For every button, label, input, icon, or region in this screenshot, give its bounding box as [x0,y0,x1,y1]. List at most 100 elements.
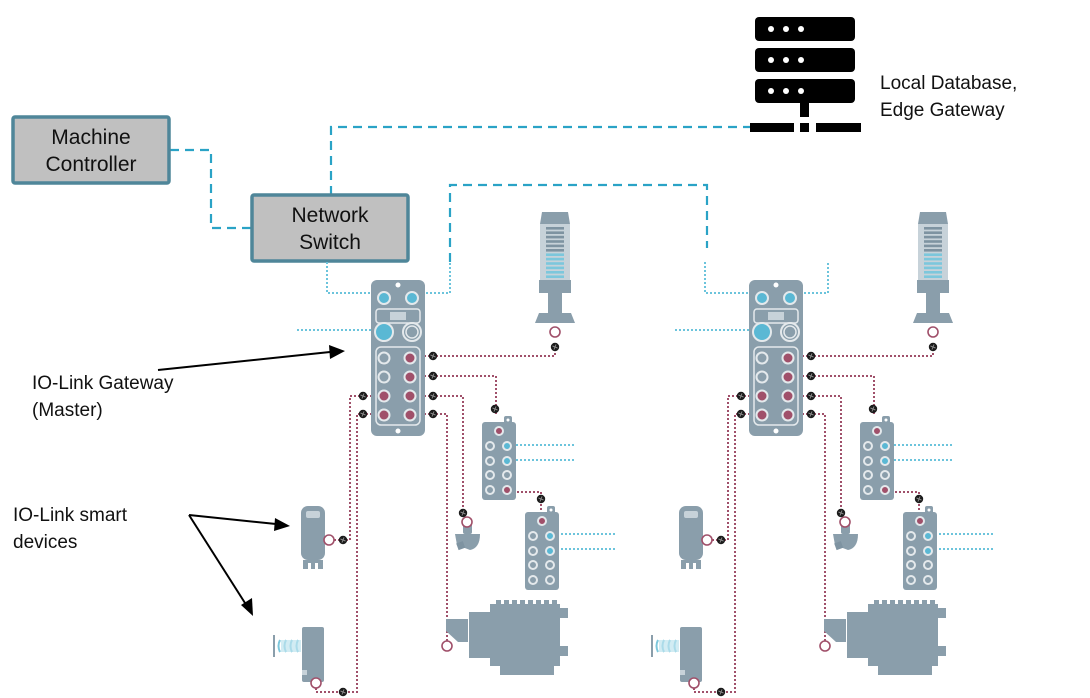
digital-port [906,531,916,541]
display [390,312,406,320]
digital-port [923,560,933,570]
digital-port [880,456,890,466]
hub-1-outputs [512,444,574,461]
database-node[interactable]: Local Database, Edge Gateway [750,17,1017,132]
io-link-connector-icon [358,409,368,419]
power-port [374,322,394,342]
stack-light[interactable] [535,212,575,323]
ethernet-drop-link [796,262,829,294]
digital-port [485,470,495,480]
io-link-connector-icon [806,351,816,361]
digital-port [485,456,495,466]
io-link-master[interactable] [371,280,425,436]
digital-port [863,485,873,495]
digital-port [545,575,555,585]
gateway-annotation: IO-Link Gateway (Master) [32,345,345,421]
io-link-connector-icon [536,494,546,504]
digital-port [545,546,555,556]
io-link-connector-icon [736,409,746,419]
io-link-port [537,516,547,526]
io-link-stack-light [416,343,556,357]
power-port [402,322,422,342]
io-link-master[interactable] [749,280,803,436]
io-link-pressure [707,395,754,541]
io-link-port [755,351,769,365]
digital-port [923,531,933,541]
io-link-hub-1 [794,375,875,415]
io-link-port-ring [441,640,453,652]
io-link-motor [794,413,826,644]
gateway-annotation-line1: IO-Link Gateway [32,373,174,394]
digital-port [528,546,538,556]
ethernet-drop-link [326,262,378,294]
io-link-connector-icon [836,508,846,518]
io-link-motor [416,413,448,644]
network-switch-label-line2: Switch [299,231,361,254]
machine-controller-box[interactable] [11,115,171,185]
digital-port [906,575,916,585]
digital-port [880,470,890,480]
digital-port [485,485,495,495]
digital-port [502,441,512,451]
io-link-port-ring [549,326,561,338]
io-link-connector-icon [928,342,938,352]
io-hub-2[interactable] [903,506,937,590]
io-link-connector-icon [458,508,468,518]
machine-controller-label-line1: Machine [51,126,130,149]
io-link-port [781,389,795,403]
database-label-line1: Local Database, [880,73,1017,94]
power-port [752,322,772,342]
io-link-hub-2 [509,491,542,520]
machine-controller-node[interactable]: Machine Controller [11,115,171,185]
ethernet-links [170,125,750,262]
motor-drive[interactable] [446,600,568,675]
io-link-connector-icon [428,371,438,381]
hub-2-outputs [553,533,616,550]
ethernet-drop-link [418,262,451,294]
io-link-connector-icon [338,535,348,545]
controller-to-switch-link [170,148,252,230]
network-switch-node[interactable]: Network Switch [250,193,410,263]
digital-port [906,546,916,556]
ethernet-port [377,291,391,305]
motor-drive[interactable] [824,600,946,675]
io-hub-1[interactable] [860,416,894,500]
digital-port [502,485,512,495]
io-link-stack-light [794,343,934,357]
digital-port [906,560,916,570]
io-link-port [403,389,417,403]
network-switch-box[interactable] [250,193,410,263]
io-link-connector-icon [806,371,816,381]
stack-light[interactable] [913,212,953,323]
io-hub-2[interactable] [525,506,559,590]
digital-port [528,560,538,570]
gateway-arrow-head [329,345,345,359]
distance-sensor[interactable] [651,627,702,682]
io-link-connector-icon [806,409,816,419]
io-link-hub-1 [416,375,497,415]
io-link-port-ring [310,677,322,689]
digital-port [863,441,873,451]
io-link-connector-icon [806,391,816,401]
io-hub-1[interactable] [482,416,516,500]
pressure-sensor[interactable] [679,506,703,569]
io-link-connector-icon [428,409,438,419]
digital-port [545,560,555,570]
gateway-arrow [157,351,331,371]
pressure-sensor[interactable] [301,506,325,569]
io-link-port [377,370,391,384]
io-link-connector-icon [338,687,348,697]
io-link-connector-icon [490,404,500,414]
device-cells [273,212,994,697]
io-link-port [377,408,391,422]
io-link-port [781,351,795,365]
io-link-port-ring [819,640,831,652]
io-link-connector-icon [358,391,368,401]
distance-sensor[interactable] [273,627,324,682]
io-link-port-ring [688,677,700,689]
cell-1 [273,212,616,697]
io-link-port [403,370,417,384]
smart-devices-arrow-2-head [241,598,253,616]
network-switch-label-line1: Network [291,204,369,227]
io-link-port-ring [927,326,939,338]
